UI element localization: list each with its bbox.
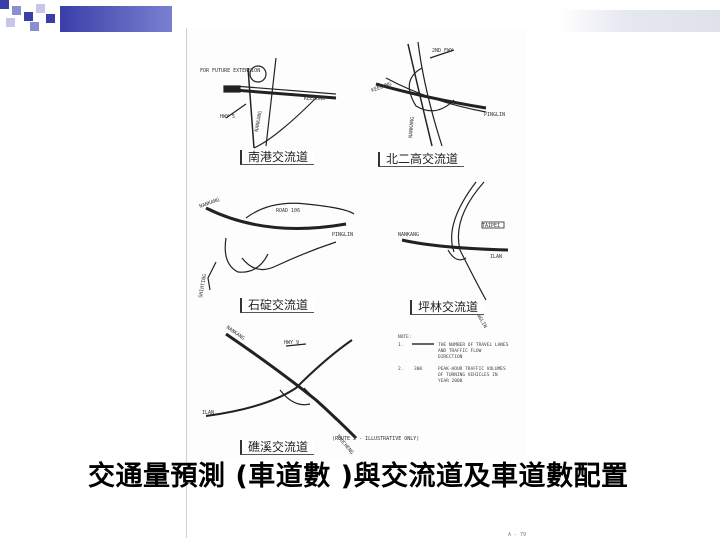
panel-pinglin-drawing [401, 181, 509, 301]
label-keelung-1: KEELUNG [304, 96, 325, 102]
note-1-line-1: THE NUMBER OF TRAVEL LANES [438, 342, 509, 348]
label-hwy9: HWY 9 [284, 340, 299, 346]
panel-nangang-drawing [223, 57, 337, 149]
header-fade-bar [560, 10, 720, 32]
label-ilan-5: ILAN [202, 410, 214, 416]
label-taipei: TAIPEI [482, 223, 500, 229]
figure-notes: NOTE: 1. THE NUMBER OF TRAVEL LANES AND … [398, 334, 509, 384]
figure-footer: (ROUTE 2 - ILLUSTRATIVE ONLY) [332, 436, 419, 442]
scan-edge [186, 28, 187, 538]
label-pinglin-2: PINGLIN [484, 112, 505, 118]
caption-jiaoxi: 礁溪交流道 [240, 440, 315, 455]
note-2-line-2: OF TURNING VEHICLES IN [438, 372, 498, 378]
header-accent-bar [60, 6, 172, 32]
slide-title: 交通量預測 (車道數 )與交流道及車道數配置 [88, 461, 629, 492]
caption-nangang: 南港交流道 [240, 150, 315, 165]
interchange-diagrams: FOR FUTURE EXTENSION HWY 5 NANKANG KEELU… [198, 41, 509, 456]
label-pinglin-3: PINGLIN [332, 232, 353, 238]
notes-heading: NOTE: [398, 334, 412, 340]
caption-second-freeway: 北二高交流道 [378, 152, 465, 167]
label-road106: ROAD 106 [276, 208, 300, 214]
note-2-line-3: YEAR 2000 [438, 378, 463, 384]
caption-shiding: 石碇交流道 [240, 298, 315, 313]
label-nankang-2: NANKANG [408, 117, 416, 139]
note-2-num: 2. [398, 366, 403, 372]
note-1-line-3: DIRECTION [438, 354, 463, 360]
note-1-line-2: AND TRAFFIC FLOW [438, 348, 482, 354]
label-ilan-4: ILAN [490, 254, 502, 260]
label-nankang-4: NANKANG [398, 232, 419, 238]
caption-pinglin: 坪林交流道 [410, 300, 485, 315]
note-1-num: 1. [398, 342, 403, 348]
label-nankang-3: NANKANG [199, 197, 221, 210]
label-keelung-2: KEELUNG [371, 81, 393, 94]
panel-second-freeway-drawing [375, 41, 487, 147]
note-2-line-1: PEAK-HOUR TRAFFIC VOLUMES [438, 366, 506, 372]
page-marker: A - 79 [508, 532, 527, 538]
label-shihting: SHIHTING [198, 274, 208, 299]
corner-decoration [0, 0, 60, 40]
interchange-figure: FOR FUTURE EXTENSION HWY 5 NANKANG KEELU… [186, 28, 526, 460]
label-nankang-1: NANKANG [254, 111, 264, 133]
panel-jiaoxi-drawing [205, 332, 358, 440]
panel-shiding-drawing [205, 202, 355, 291]
note-2-value: 300 [414, 366, 422, 372]
label-future-ext: FOR FUTURE EXTENSION [200, 68, 260, 74]
label-2nd-fwy: 2ND FWY [432, 48, 453, 54]
label-hwy5: HWY 5 [220, 114, 235, 120]
